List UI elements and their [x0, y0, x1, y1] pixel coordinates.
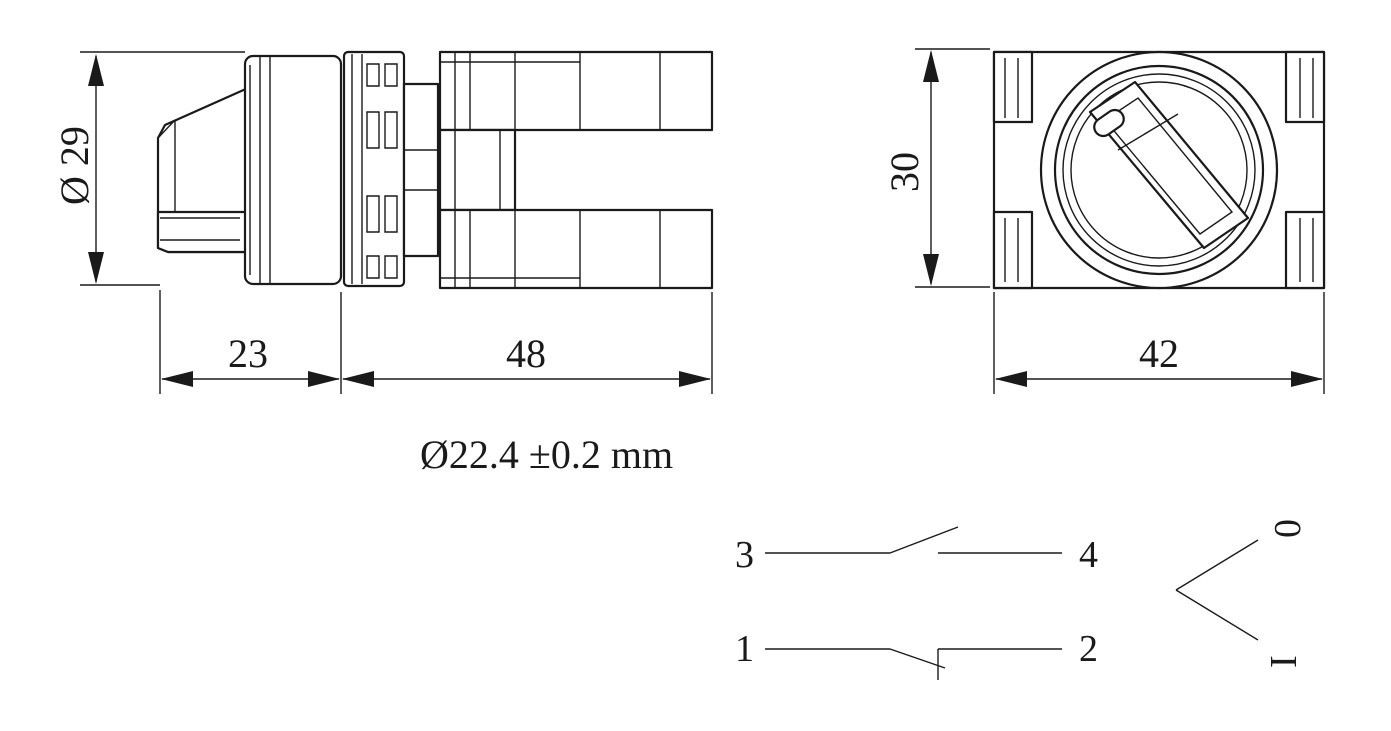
position-1-label: I — [1263, 655, 1305, 668]
adaptor — [402, 82, 440, 258]
diameter-label: Ø 29 — [52, 126, 97, 205]
position-0-label: 0 — [1267, 519, 1309, 538]
contact-block-upper — [438, 50, 714, 132]
contact-link — [438, 128, 517, 212]
selector-lever — [156, 86, 250, 254]
length-dimensions: 23 48 — [159, 290, 713, 394]
locking-ring — [342, 50, 406, 288]
height-label: 30 — [882, 152, 927, 192]
mounting-hole-label: Ø22.4 ±0.2 mm — [420, 432, 673, 477]
position-indicator: 0 I — [1175, 519, 1309, 668]
front-view: 30 42 — [882, 48, 1326, 394]
front-bezel — [243, 54, 343, 286]
contact-schematic: 3 4 1 2 0 I — [735, 519, 1309, 680]
terminal-4-label: 4 — [1079, 534, 1098, 576]
terminal-3-label: 3 — [735, 534, 754, 576]
terminal-1-label: 1 — [735, 628, 754, 670]
front-length-label: 23 — [228, 331, 268, 376]
height-dimension: 30 — [882, 48, 990, 288]
terminal-2-label: 2 — [1079, 628, 1098, 670]
side-view: Ø 29 23 48 — [52, 50, 714, 394]
selector-knob — [1088, 80, 1250, 250]
body-length-label: 48 — [506, 331, 546, 376]
contact-nc-1-2: 1 2 — [735, 628, 1098, 680]
width-dimension: 42 — [993, 292, 1325, 394]
contact-block-lower — [438, 208, 714, 290]
width-label: 42 — [1139, 331, 1179, 376]
diameter-dimension: Ø 29 — [52, 51, 245, 286]
contact-no-3-4: 3 4 — [735, 526, 1098, 576]
